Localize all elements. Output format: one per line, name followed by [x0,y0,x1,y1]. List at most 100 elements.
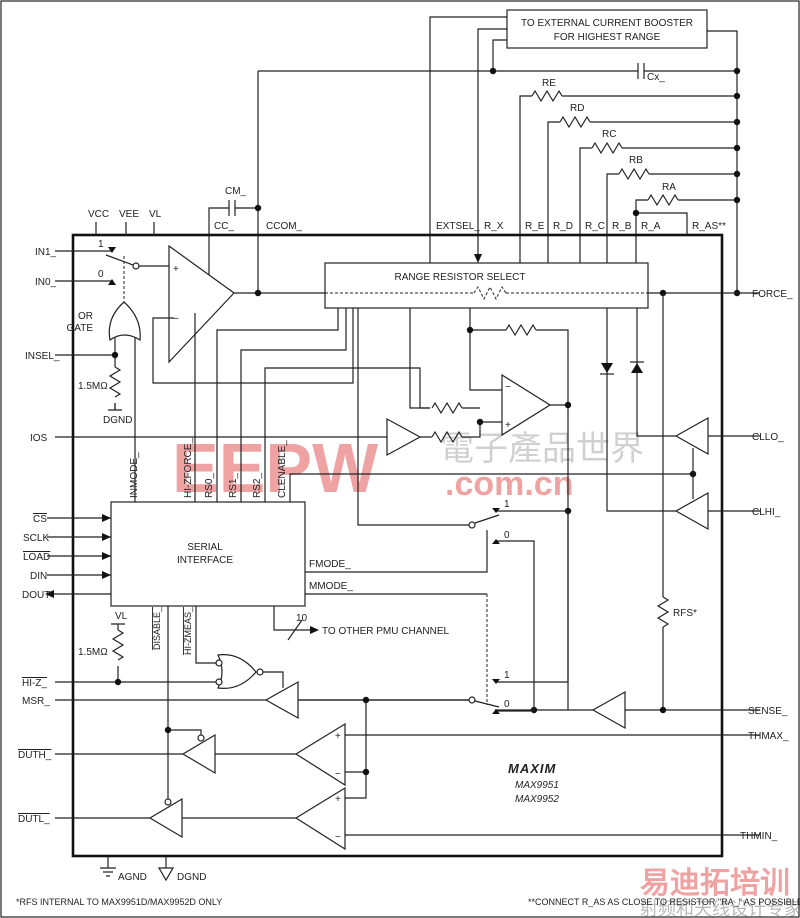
cllo-buffer [674,416,709,456]
svg-text:−: − [335,769,341,780]
bus-width-label: 10 [296,613,308,624]
clhi-buffer [674,491,709,531]
hiz-pullup-label: 1.5MΩ [78,647,108,658]
svg-text:RS2_: RS2_ [252,473,263,498]
serial-inputs [45,514,111,598]
svg-text:.com.cn: .com.cn [445,465,573,503]
rfs-label: RFS* [673,608,697,619]
svg-text:+: + [505,420,511,431]
svg-text:CLENABLE_: CLENABLE_ [277,440,288,498]
nor-gate [195,606,284,690]
input-switch [55,247,169,302]
or-gate: OR GATE [67,301,141,502]
pin-in0: IN0_ [35,277,57,288]
msr-switch: 1 0 [55,594,568,714]
dgnd-symbol [157,856,175,882]
sense-amp-wires [409,308,502,438]
pin-force: FORCE_ [752,289,793,300]
svg-text:0: 0 [504,530,510,541]
pin-re: R_E [525,221,545,232]
control-wires [194,308,693,502]
rc-label: RC [602,129,616,140]
svg-text:+: + [173,264,179,275]
pin-vl: VL [149,209,162,220]
part-number-2: MAX9952 [515,794,559,805]
svg-text:−: − [173,314,179,325]
svg-text:TO EXTERNAL CURRENT BOOSTER: TO EXTERNAL CURRENT BOOSTER [521,18,693,29]
svg-text:INMODE_: INMODE_ [129,452,140,498]
pin-dgnd: DGND [177,872,206,883]
mmode-label: MMODE_ [309,581,353,592]
pin-insel: INSEL_ [25,351,60,362]
switch-0-label: 0 [98,269,104,280]
external-booster-box: TO EXTERNAL CURRENT BOOSTER FOR HIGHEST … [506,9,708,49]
measure-amplifier: − + [469,308,569,710]
svg-text:電子產品世界: 電子產品世界 [440,430,644,468]
pin-load: LOAD [23,552,50,563]
chip-boundary [71,233,724,858]
pin-cc: CC_ [214,221,234,232]
fmode-label: FMODE_ [309,559,351,570]
svg-text:SERIAL: SERIAL [187,542,223,553]
svg-text:1: 1 [504,499,510,510]
pin-hiz: HI-Z_ [22,678,47,689]
svg-text:−: − [505,382,511,393]
svg-text:INTERFACE: INTERFACE [177,555,233,566]
pin-msr: MSR_ [22,696,50,707]
svg-text:0: 0 [504,699,510,710]
dut-wires [55,753,296,819]
serial-interface: SERIAL INTERFACE [110,501,306,607]
svg-text:RANGE RESISTOR SELECT: RANGE RESISTOR SELECT [395,272,526,283]
svg-text:RS1_: RS1_ [228,473,239,498]
pin-agnd: AGND [118,872,147,883]
disable-wire [167,606,202,799]
svg-text:+: + [335,731,341,742]
agnd-symbol [100,856,116,877]
svg-text:易迪拓培训: 易迪拓培训 [640,866,790,900]
msr-buffer [264,680,299,720]
clamp-diodes [600,308,676,512]
cm-label: CM_ [225,186,247,197]
threshold-wires [345,700,760,836]
pin-rx: R_X [484,221,504,232]
pin-ccom: CCOM_ [266,221,303,232]
svg-text:射频和天线设计专家: 射频和天线设计专家 [640,899,800,918]
watermark: EEPW 電子產品世界 .com.cn 易迪拓培训 射频和天线设计专家 [172,429,800,918]
pin-dout: DOUT [22,590,50,601]
pin-sclk: SCLK [23,533,49,544]
footnote-right: **CONNECT R_AS AS CLOSE TO RESISTOR "RA_… [528,897,800,907]
svg-text:GATE: GATE [67,323,94,334]
svg-text:OR: OR [78,311,93,322]
pin-clhi: CLHI_ [752,507,781,518]
thmin-comparator: + − [294,786,346,851]
pin-rd: R_D [553,221,573,232]
re-label: RE [542,78,556,89]
mode-wires [305,530,488,595]
external-wiring [208,16,741,297]
switch-1-label: 1 [98,239,104,250]
cx-label: Cx_ [647,72,665,83]
pmu-bus [273,606,310,641]
svg-text:−: − [335,832,341,843]
other-pmu-label: TO OTHER PMU CHANNEL [322,626,449,637]
pin-din: DIN [30,571,47,582]
pin-in1: IN1_ [35,247,57,258]
vl-label: VL [115,611,128,622]
pin-duth: DUTH_ [18,750,52,761]
footnote-left: *RFS INTERNAL TO MAX9951D/MAX9952D ONLY [16,897,222,907]
svg-text:HI-ZFORCE_: HI-ZFORCE_ [183,438,194,498]
disable-label: DISABLE_ [152,606,162,650]
pin-sense: SENSE_ [748,706,788,717]
svg-text:RS0_: RS0_ [204,473,215,498]
hizmeas-label: HI-ZMEAS_ [183,606,193,655]
svg-text:EEPW: EEPW [172,429,378,507]
thmax-comparator: + − [294,722,346,787]
svg-text:+: + [335,794,341,805]
part-number-1: MAX9951 [515,780,559,791]
svg-text:FOR HIGHEST RANGE: FOR HIGHEST RANGE [554,32,661,43]
pin-rc: R_C [585,221,605,232]
pin-ra: R_A [641,221,661,232]
ra-label: RA [662,182,676,193]
